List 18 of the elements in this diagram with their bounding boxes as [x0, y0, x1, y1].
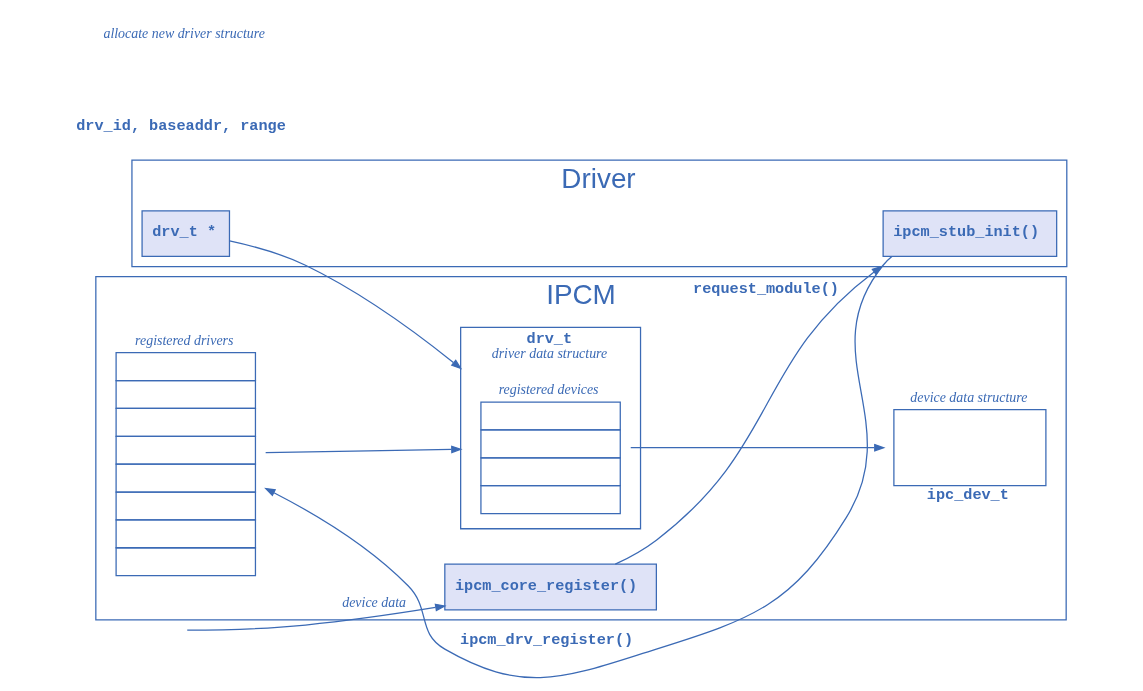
node-box: ipcm_core_register() — [444, 563, 657, 611]
arrow — [264, 255, 893, 679]
node-box — [893, 409, 1047, 487]
edge-label: ipcm_drv_register() — [460, 630, 634, 649]
arrow — [186, 603, 447, 631]
edge-label: device data — [342, 595, 406, 611]
node-label: registered drivers — [135, 332, 234, 348]
node-box: ipcm_stub_init() — [882, 210, 1058, 258]
label: allocate new driver structure — [103, 26, 265, 42]
node-label: device data structure — [910, 389, 1028, 405]
edge-label: request_module() — [693, 279, 839, 298]
arrow — [265, 445, 463, 454]
label: drv_id, baseaddr, range — [76, 116, 286, 135]
arrow — [228, 240, 463, 370]
node-label: registered devices — [498, 382, 599, 398]
node-box: drv_t * — [141, 210, 231, 258]
arrow — [630, 443, 886, 452]
node-label: ipc_dev_t — [926, 486, 1009, 505]
